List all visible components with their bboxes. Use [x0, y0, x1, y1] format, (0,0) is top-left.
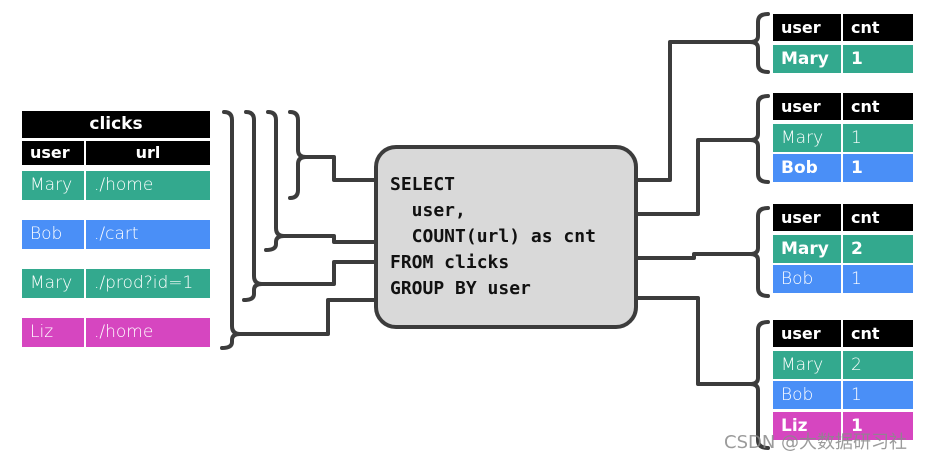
- cell-user: Mary: [22, 171, 84, 200]
- sql-line: FROM clicks: [390, 252, 510, 273]
- column-header-cnt: cnt: [843, 320, 913, 347]
- column-header-user: user: [773, 93, 841, 120]
- cell-user: Mary: [773, 124, 841, 152]
- sql-query-box: [374, 145, 638, 329]
- brace-input-1: [288, 110, 308, 200]
- brace-output-4: [748, 320, 770, 450]
- cell-user: Mary: [773, 235, 841, 263]
- connector-in-2: [282, 234, 376, 244]
- column-header-cnt: cnt: [843, 93, 913, 120]
- sql-line: COUNT(url) as cnt: [390, 226, 596, 247]
- cell-cnt: 1: [843, 124, 913, 152]
- cell-user: Bob: [773, 381, 841, 409]
- cell-cnt: 2: [843, 351, 913, 379]
- column-header-user: user: [773, 204, 841, 231]
- connector-out-3: [636, 252, 752, 260]
- cell-user: Bob: [773, 265, 841, 293]
- watermark: CSDN @大数据研习社: [724, 432, 908, 453]
- cell-cnt: 2: [843, 235, 913, 263]
- connector-in-1: [304, 155, 376, 182]
- column-header-user: user: [22, 141, 84, 165]
- brace-output-1: [748, 12, 770, 74]
- column-header-user: user: [773, 14, 841, 41]
- brace-input-4: [220, 110, 242, 350]
- column-header-cnt: cnt: [843, 204, 913, 231]
- connector-in-3: [260, 260, 376, 286]
- sql-line: GROUP BY user: [390, 278, 531, 299]
- brace-output-2: [748, 94, 770, 184]
- cell-user: Mary: [773, 351, 841, 379]
- column-header-cnt: cnt: [843, 14, 913, 41]
- input-table-title: clicks: [22, 111, 210, 138]
- brace-input-2: [264, 110, 286, 252]
- cell-cnt: 1: [843, 381, 913, 409]
- sql-line: SELECT: [390, 174, 456, 195]
- cell-cnt: 1: [843, 154, 913, 182]
- cell-url: ./prod?id=1: [86, 269, 210, 298]
- brace-output-3: [748, 206, 770, 298]
- cell-cnt: 1: [843, 412, 913, 440]
- column-header-user: user: [773, 320, 841, 347]
- cell-user: Mary: [773, 45, 841, 73]
- brace-input-3: [242, 110, 264, 302]
- cell-user: Liz: [22, 318, 84, 347]
- sql-line: user,: [390, 200, 466, 221]
- connector-out-1: [636, 40, 752, 182]
- cell-user: Bob: [22, 220, 84, 249]
- connector-in-4: [238, 298, 376, 336]
- connector-out-4: [636, 296, 752, 386]
- cell-cnt: 1: [843, 45, 913, 73]
- connector-out-2: [636, 138, 752, 216]
- cell-user: Bob: [773, 154, 841, 182]
- cell-cnt: 1: [843, 265, 913, 293]
- cell-url: ./home: [86, 318, 210, 347]
- cell-url: ./home: [86, 171, 210, 200]
- column-header-url: url: [86, 141, 210, 165]
- cell-user: Liz: [773, 412, 841, 440]
- cell-url: ./cart: [86, 220, 210, 249]
- cell-user: Mary: [22, 269, 84, 298]
